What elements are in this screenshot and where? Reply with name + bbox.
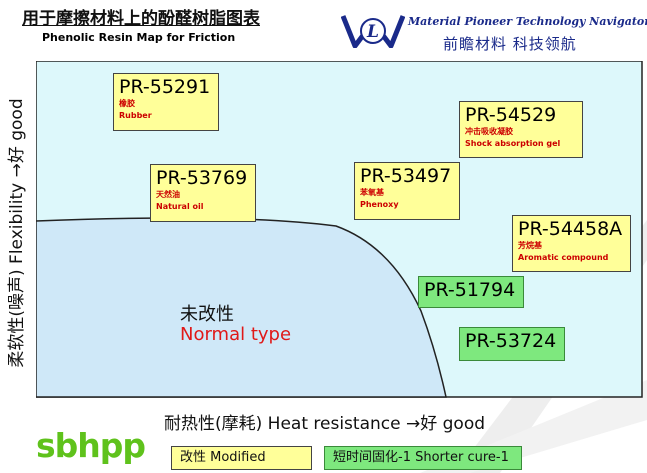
normal-type-label-cn: 未改性 bbox=[180, 304, 234, 325]
legend-modified: 改性 Modified bbox=[171, 446, 312, 470]
product-code: PR-53497 bbox=[360, 165, 452, 187]
product-type-en: Aromatic compound bbox=[518, 253, 609, 262]
page-title: 用于摩擦材料上的酚醛树脂图表 bbox=[22, 9, 260, 29]
normal-type-label-en: Normal type bbox=[180, 324, 292, 345]
product-box-pr-54458a: PR-54458A 芳烷基 Aromatic compound bbox=[512, 215, 631, 272]
logo-tagline-en: Material Pioneer Technology Navigator bbox=[408, 15, 647, 28]
page-subtitle: Phenolic Resin Map for Friction bbox=[42, 31, 236, 44]
product-type-cn: 冲击吸收凝胶 bbox=[465, 127, 513, 136]
x-axis-label: 耐热性(摩耗) Heat resistance →好 good bbox=[164, 414, 486, 434]
shl-logo-icon: L bbox=[341, 15, 405, 48]
svg-text:L: L bbox=[366, 22, 379, 42]
product-box-pr-51794: PR-51794 bbox=[418, 276, 524, 308]
logo-tagline-cn: 前瞻材料 科技领航 bbox=[443, 35, 577, 53]
product-type-cn: 芳烷基 bbox=[518, 241, 542, 250]
product-box-pr-53724: PR-53724 bbox=[459, 327, 565, 361]
product-type-en: Shock absorption gel bbox=[465, 139, 561, 148]
product-code: PR-54529 bbox=[465, 104, 557, 126]
product-type-en: Rubber bbox=[119, 111, 152, 120]
product-type-en: Phenoxy bbox=[360, 200, 399, 209]
legend-shorter-cure: 短时间固化-1 Shorter cure-1 bbox=[324, 446, 522, 470]
product-type-en: Natural oil bbox=[156, 202, 204, 211]
product-code: PR-51794 bbox=[424, 279, 516, 301]
product-code: PR-55291 bbox=[119, 76, 211, 98]
product-box-pr-53497: PR-53497 苯氧基 Phenoxy bbox=[354, 162, 460, 220]
product-code: PR-53724 bbox=[465, 330, 557, 352]
sbhpp-brand-logo: sbhpp bbox=[36, 426, 146, 465]
product-box-pr-53769: PR-53769 天然油 Natural oil bbox=[150, 164, 256, 222]
product-box-pr-54529: PR-54529 冲击吸收凝胶 Shock absorption gel bbox=[459, 101, 583, 158]
product-type-cn: 天然油 bbox=[156, 190, 180, 199]
product-type-cn: 苯氧基 bbox=[360, 188, 384, 197]
product-code: PR-53769 bbox=[156, 167, 248, 189]
product-box-pr-55291: PR-55291 橡胶 Rubber bbox=[113, 73, 219, 131]
product-type-cn: 橡胶 bbox=[119, 99, 135, 108]
product-code: PR-54458A bbox=[518, 218, 623, 240]
y-axis-label: 柔软性(噪声) Flexibility →好 good bbox=[7, 98, 27, 368]
